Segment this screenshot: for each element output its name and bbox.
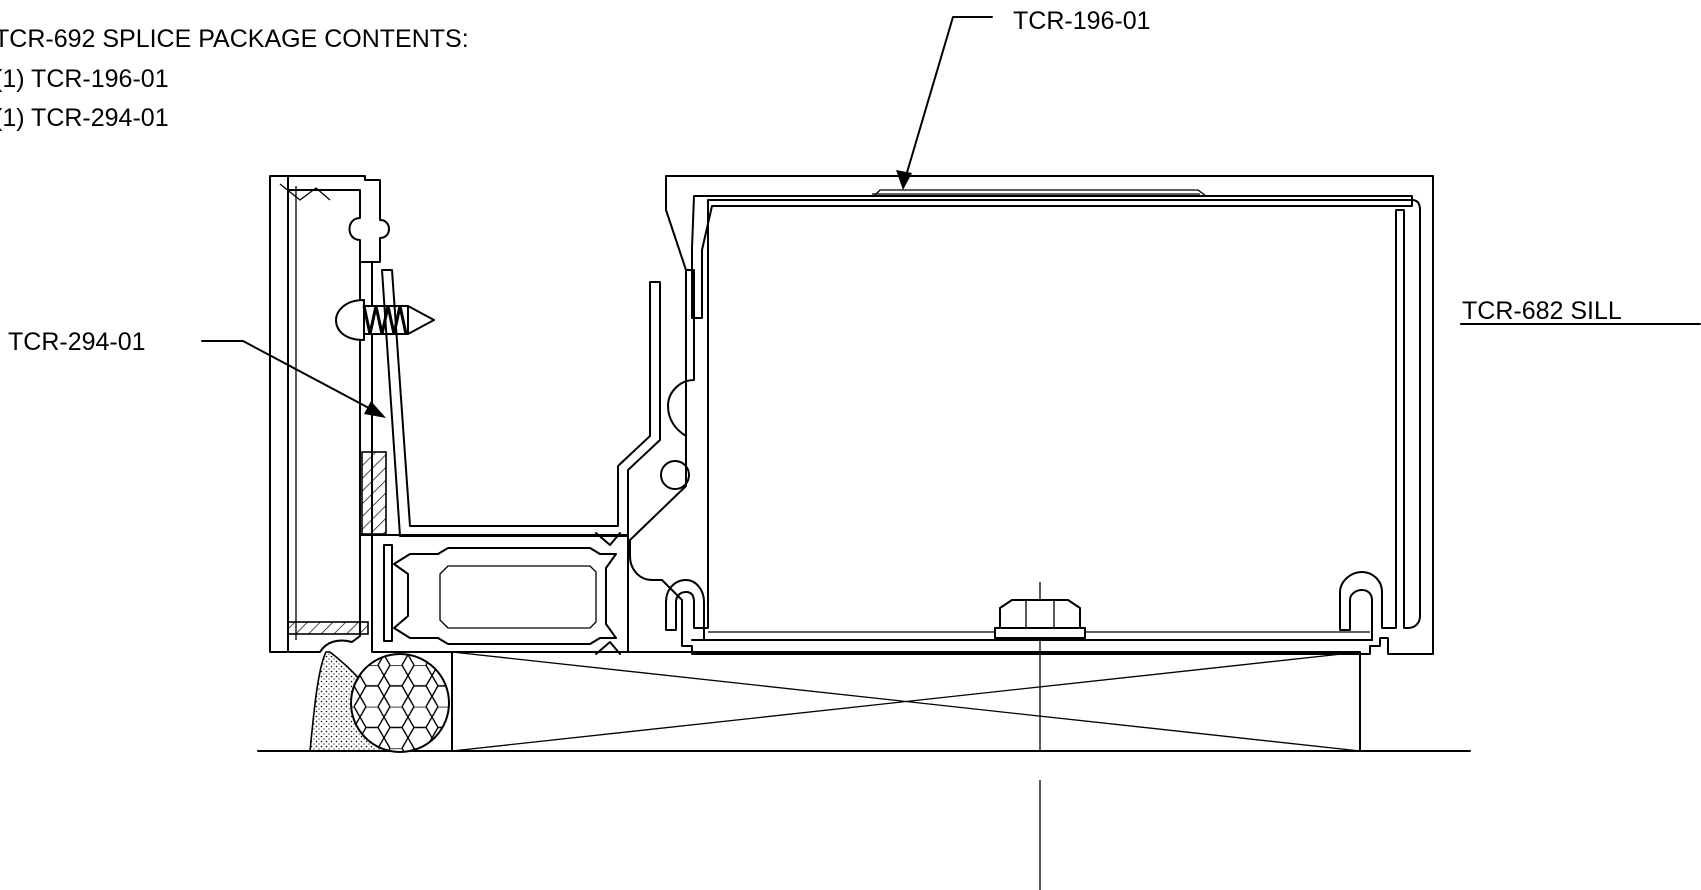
callout-left-arrowhead bbox=[364, 401, 386, 418]
setting-block-outline bbox=[451, 651, 1361, 752]
callout-top-leader bbox=[902, 16, 993, 187]
splice-package-notes: TCR-692 SPLICE PACKAGE CONTENTS: (1) TCR… bbox=[0, 25, 469, 132]
screw-tip bbox=[407, 305, 435, 335]
thermal-break-inner-left bbox=[383, 544, 393, 642]
tcr-294-01-part bbox=[381, 269, 661, 537]
anchor-nut-body bbox=[999, 599, 1081, 629]
anchor-nut bbox=[994, 599, 1086, 639]
thermal-break-clip-top bbox=[595, 532, 621, 546]
anchor-washer bbox=[994, 627, 1086, 639]
left-frame bbox=[269, 175, 390, 653]
frame-web bbox=[359, 261, 373, 536]
frame-outer-leg bbox=[269, 175, 289, 653]
notes-item-2: (1) TCR-294-01 bbox=[0, 104, 169, 132]
callout-tcr-294-01: TCR-294-01 bbox=[8, 328, 386, 418]
screw-head bbox=[335, 299, 365, 341]
thermal-break-outline bbox=[371, 534, 629, 653]
backer-rod-fill bbox=[351, 654, 449, 752]
tcr-196-01-liner bbox=[691, 195, 1413, 319]
tcr-294-01-profile bbox=[381, 269, 661, 537]
thermal-break-void bbox=[439, 565, 597, 629]
fastener-screw bbox=[335, 299, 435, 341]
sealant-joint bbox=[309, 651, 450, 753]
notes-heading: TCR-692 SPLICE PACKAGE CONTENTS: bbox=[0, 25, 469, 53]
callout-top-label: TCR-196-01 bbox=[1013, 7, 1151, 35]
hatched-gasket-lower bbox=[287, 621, 369, 635]
thermal-break-clip-bottom bbox=[595, 641, 621, 655]
thermal-break-core bbox=[393, 547, 617, 645]
sill-label: TCR-682 SILL bbox=[1462, 297, 1622, 325]
callout-left-label: TCR-294-01 bbox=[8, 328, 146, 356]
setting-block-cross-2 bbox=[451, 651, 1361, 752]
callout-tcr-196-01: TCR-196-01 bbox=[896, 7, 1151, 190]
hatched-gasket-upper bbox=[361, 451, 387, 535]
backer-rod bbox=[350, 653, 450, 753]
setting-block bbox=[451, 651, 1361, 752]
thermal-break bbox=[371, 532, 629, 655]
sill-screw-boss bbox=[660, 460, 690, 490]
notes-item-1: (1) TCR-196-01 bbox=[0, 65, 169, 93]
sill-outer-profile bbox=[629, 175, 1434, 655]
frame-glazing-lip bbox=[279, 183, 331, 201]
frame-head-profile bbox=[287, 175, 390, 263]
callout-sill: TCR-682 SILL bbox=[1460, 297, 1701, 325]
frame-foot bbox=[287, 534, 361, 653]
sill-inner-cavity bbox=[665, 199, 1421, 641]
tcr-682-sill bbox=[629, 175, 1434, 655]
callout-left-leader bbox=[201, 340, 383, 416]
callout-top-arrowhead bbox=[896, 170, 912, 190]
tcr-196-01-bead bbox=[873, 189, 1207, 197]
